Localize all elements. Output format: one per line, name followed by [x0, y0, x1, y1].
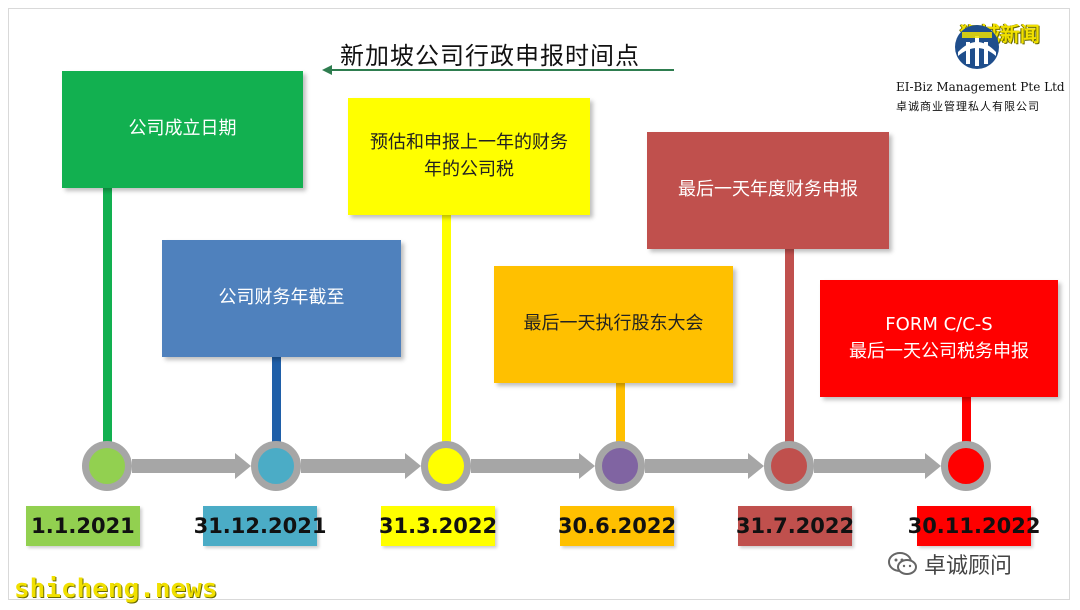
timeline-connector-5 — [814, 459, 927, 473]
milestone-marker-2 — [251, 441, 301, 491]
milestone-marker-5 — [764, 441, 814, 491]
milestone-stem-2 — [272, 357, 281, 445]
milestone-date-4: 30.6.2022 — [558, 506, 676, 546]
arrow-right-icon — [748, 453, 764, 479]
milestone-label-box-2: 公司财务年截至 — [162, 240, 401, 357]
milestone-stem-4 — [616, 383, 625, 445]
milestone-label-box-1: 公司成立日期 — [62, 71, 303, 188]
wechat-account: 卓诚顾问 — [888, 548, 1012, 580]
timeline-connector-2 — [301, 459, 407, 473]
milestone-label-box-5: 最后一天年度财务申报 — [647, 132, 889, 249]
title-underline — [330, 69, 674, 71]
slide-title: 新加坡公司行政申报时间点 — [340, 42, 640, 70]
milestone-label-box-4: 最后一天执行股东大会 — [494, 266, 733, 383]
milestone-label-line: 公司财务年截至 — [218, 287, 345, 309]
timeline-connector-1 — [132, 459, 237, 473]
milestone-stem-1 — [103, 188, 112, 445]
milestone-label-box-3: 预估和申报上一年的财务年的公司税 — [348, 98, 590, 215]
milestone-label-line: 年的公司税 — [424, 158, 514, 180]
title-arrow-icon — [322, 65, 332, 75]
milestone-label-line: 最后一天公司税务申报 — [849, 340, 1029, 362]
milestone-date-2: 31.12.2021 — [194, 506, 326, 546]
company-logo-icon — [955, 25, 999, 69]
milestone-label-line: 最后一天执行股东大会 — [523, 313, 704, 335]
arrow-right-icon — [235, 453, 251, 479]
milestone-stem-5 — [785, 249, 794, 445]
milestone-date-6: 30.11.2022 — [908, 506, 1040, 546]
company-name-cn: 卓诚商业管理私人有限公司 — [896, 100, 1040, 113]
milestone-label-line: 公司成立日期 — [128, 118, 237, 140]
milestone-label-line: 预估和申报上一年的财务 — [370, 132, 568, 154]
milestone-date-5: 31.7.2022 — [736, 506, 854, 546]
milestone-marker-3 — [421, 441, 471, 491]
timeline-connector-4 — [645, 459, 750, 473]
milestone-stem-3 — [442, 215, 451, 445]
arrow-right-icon — [405, 453, 421, 479]
arrow-right-icon — [579, 453, 595, 479]
wechat-icon — [888, 552, 917, 575]
arrow-right-icon — [925, 453, 941, 479]
wechat-name: 卓诚顾问 — [924, 554, 1013, 579]
slide-frame — [8, 8, 1070, 600]
milestone-marker-4 — [595, 441, 645, 491]
watermark-bottom: shicheng.news — [14, 574, 218, 604]
milestone-date-3: 31.3.2022 — [379, 506, 497, 546]
milestone-marker-6 — [941, 441, 991, 491]
milestone-marker-1 — [82, 441, 132, 491]
milestone-date-1: 1.1.2021 — [26, 506, 140, 546]
company-name-en: EI-Biz Management Pte Ltd — [896, 80, 1065, 94]
milestone-stem-6 — [962, 397, 971, 445]
timeline-connector-3 — [471, 459, 581, 473]
milestone-label-line: FORM C/C-S — [885, 314, 993, 336]
milestone-label-line: 最后一天年度财务申报 — [678, 179, 858, 201]
milestone-label-box-6: FORM C/C-S 最后一天公司税务申报 — [820, 280, 1058, 397]
